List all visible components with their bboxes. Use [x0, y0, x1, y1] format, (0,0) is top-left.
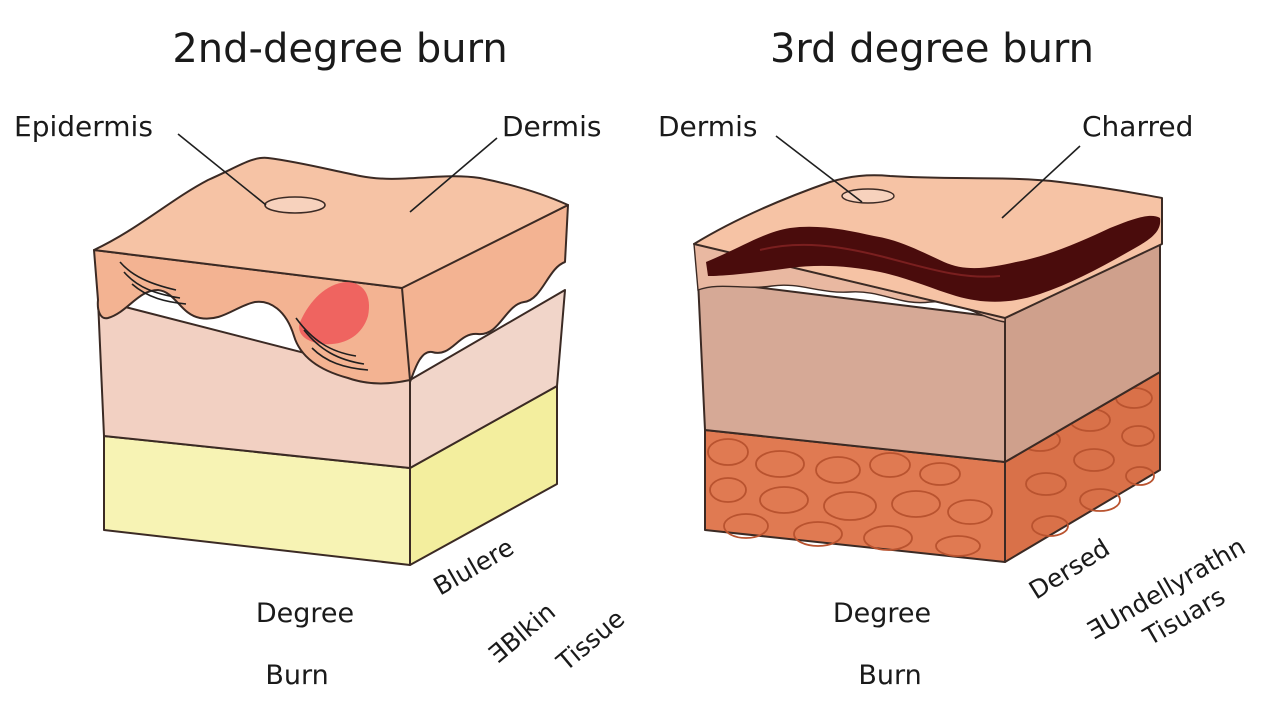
dermis-label: Dermis: [502, 110, 601, 143]
left-degree-label: Degree: [256, 598, 354, 629]
epidermis-band-side: [399, 204, 569, 383]
dermis-layer-side: [409, 289, 566, 469]
third-degree-title: 3rd degree burn: [770, 26, 1094, 72]
red-blister-wound: [299, 282, 370, 345]
texture-line: [295, 317, 357, 357]
third-surface-blister: [841, 188, 895, 204]
surface-blister: [264, 196, 326, 214]
texture-line: [131, 283, 187, 305]
third-dermis-leader-line: [775, 135, 863, 203]
charred-leader-line: [1001, 145, 1081, 219]
texture-line: [123, 271, 181, 299]
third-degree-block: [693, 174, 1163, 563]
charred-highlight: [759, 243, 1001, 278]
right-degree-label: Degree: [833, 598, 931, 629]
charred-label: Charred: [1082, 110, 1193, 143]
texture-line: [303, 329, 365, 365]
texture-line: [119, 261, 177, 291]
left-side-label-b: ƎBlkin: [483, 597, 561, 669]
skin-top-surface: [93, 156, 569, 289]
second-degree-block: [93, 156, 569, 566]
right-side-label-a: Dersed: [1024, 533, 1115, 605]
epidermis-band-front: [93, 249, 411, 385]
second-degree-title: 2nd-degree burn: [172, 26, 507, 72]
dermis-leader-line: [409, 137, 498, 213]
epidermis-leader-line: [177, 133, 267, 206]
right-burn-label: Burn: [858, 660, 921, 691]
texture-line: [311, 347, 369, 371]
third-dermis-label: Dermis: [658, 110, 757, 143]
epidermis-label: Epidermis: [14, 110, 153, 143]
tissue-cells: [707, 387, 1155, 557]
left-burn-label: Burn: [265, 660, 328, 691]
left-side-label-c: Tissue: [550, 604, 630, 677]
charred-layer: [706, 215, 1161, 302]
